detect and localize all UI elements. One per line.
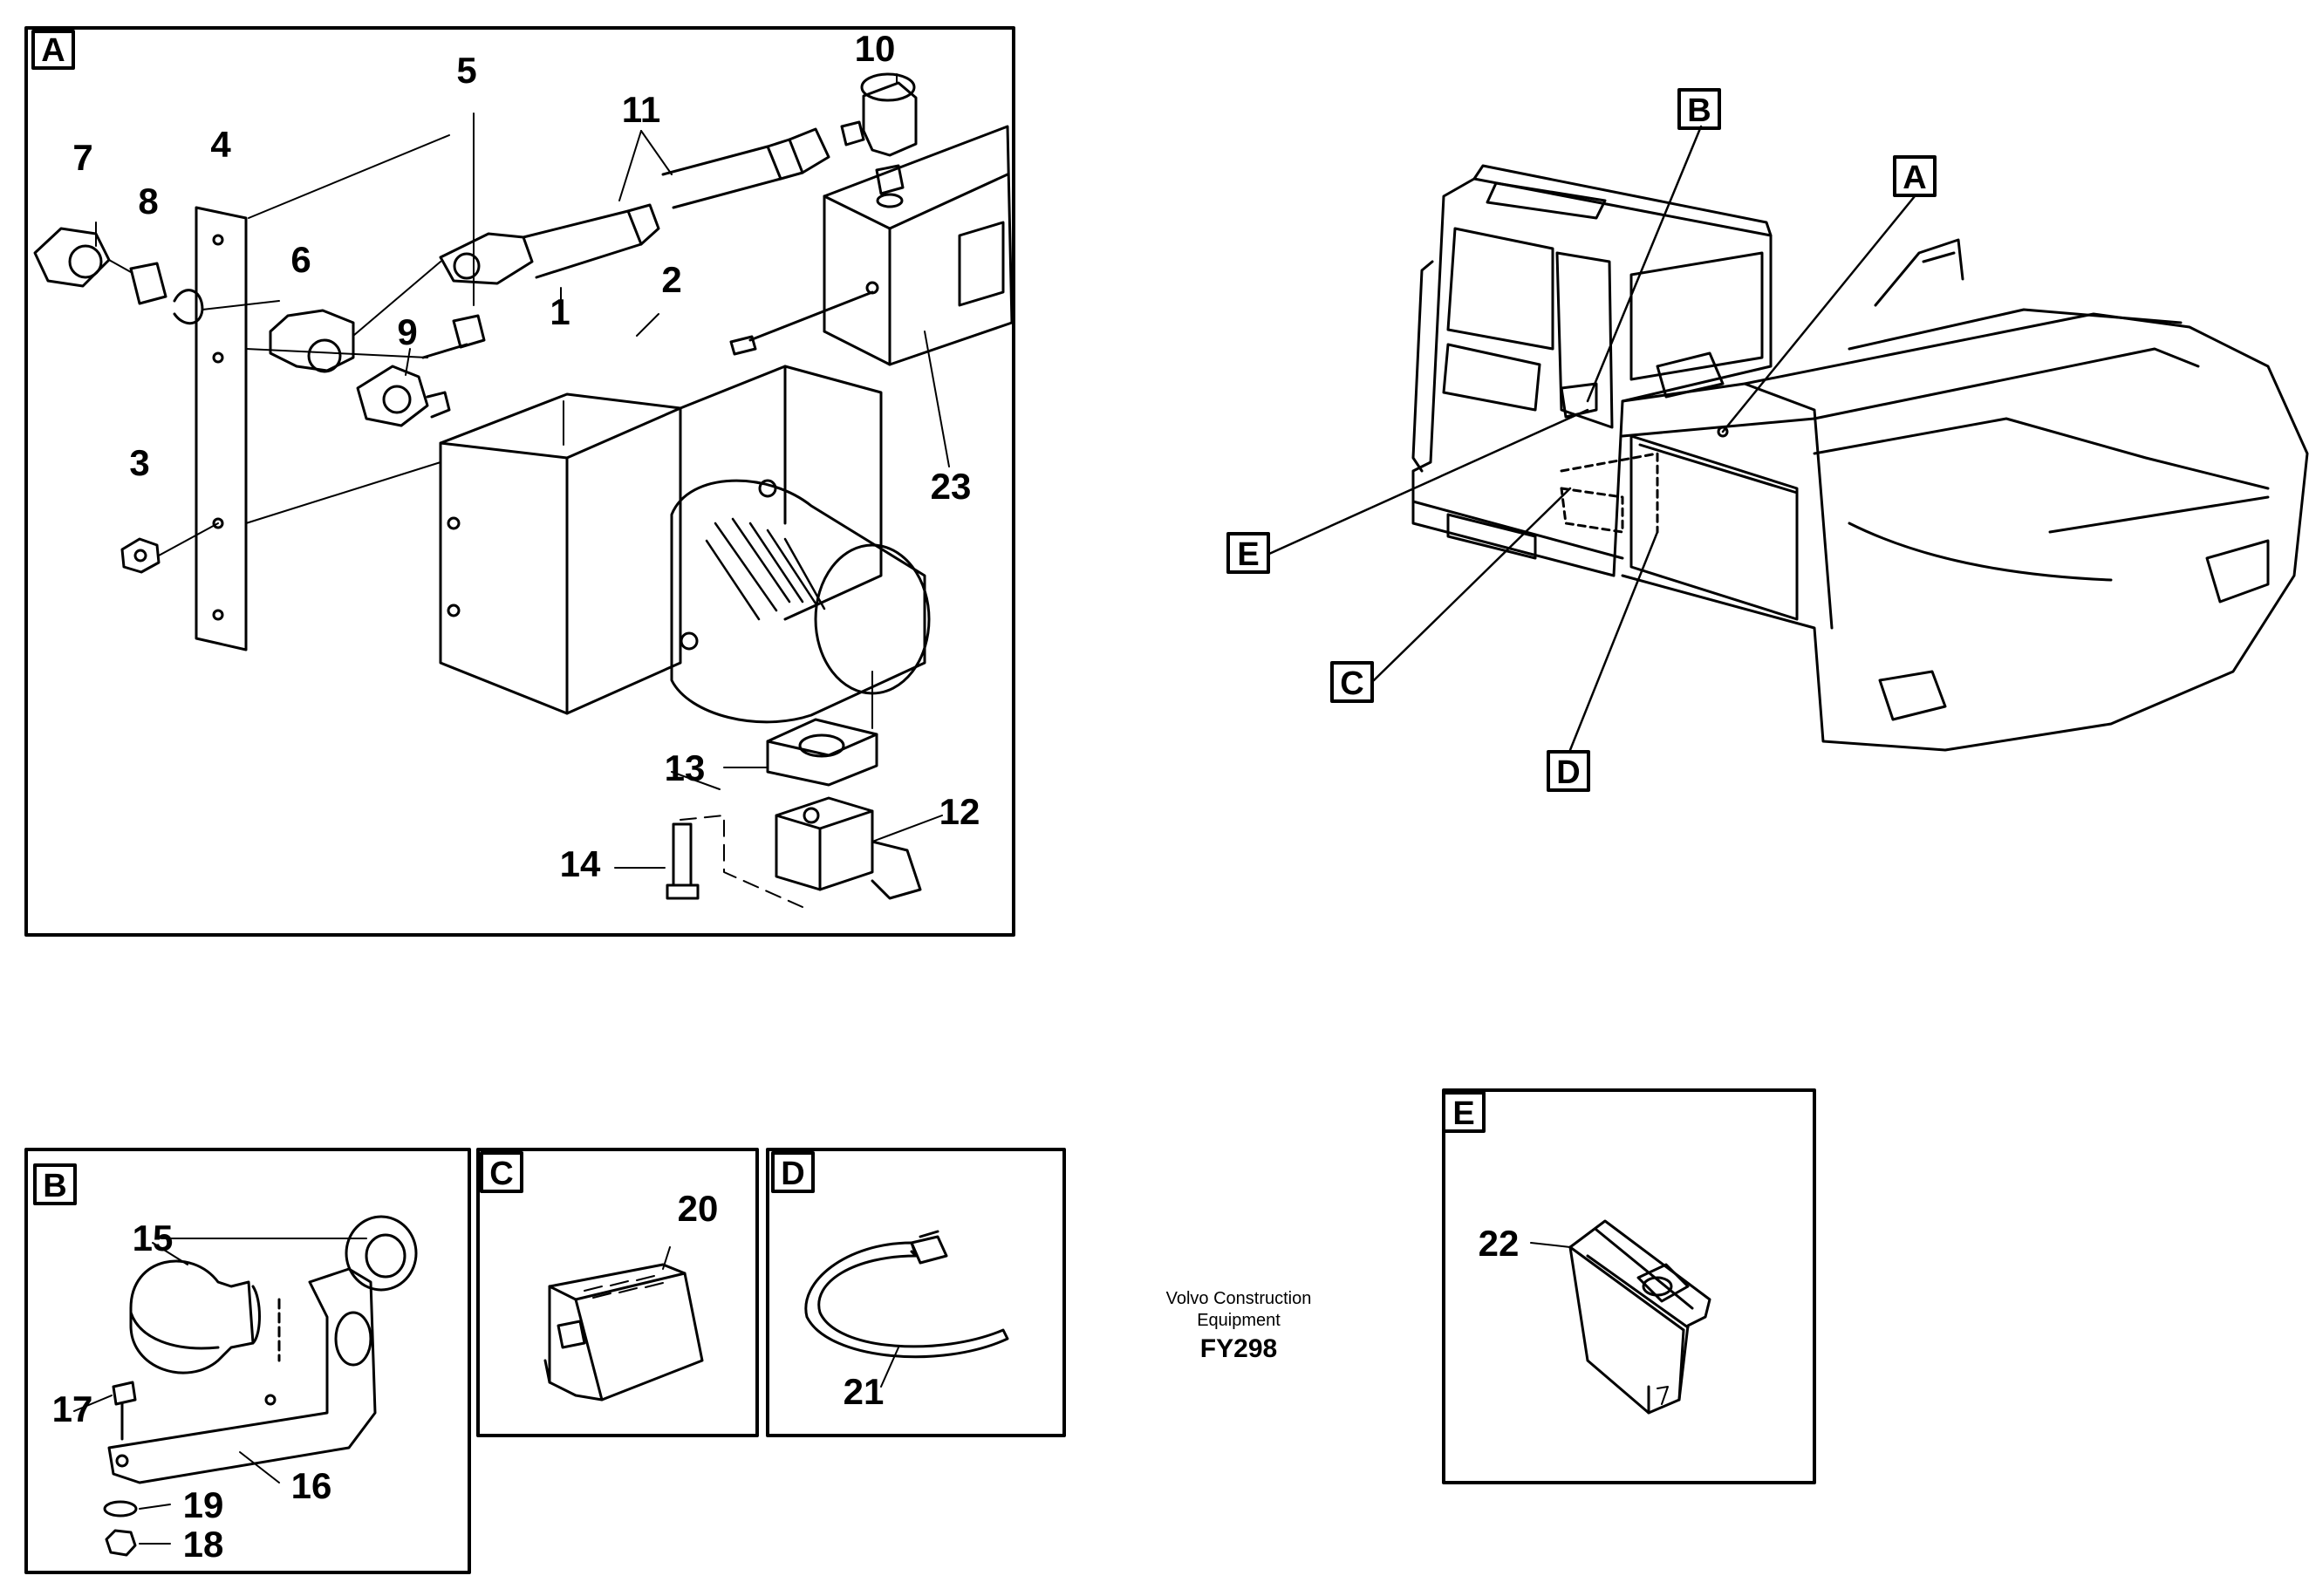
panel-c-label: C	[489, 1156, 513, 1192]
panel-a: A	[24, 26, 1015, 937]
part-17: 17	[52, 1388, 93, 1429]
part-1: 1	[550, 291, 570, 332]
tank-23	[823, 125, 1014, 366]
caption-figure-code: FY298	[1200, 1334, 1277, 1363]
part-22: 22	[1479, 1223, 1520, 1264]
callout-e: E	[1237, 536, 1259, 573]
plug-12	[775, 796, 922, 900]
panel-b-leaders	[73, 1238, 367, 1545]
callout-c: C	[1340, 665, 1363, 702]
panel-a-leaders	[95, 73, 898, 908]
breather-10	[840, 72, 918, 208]
part-19: 19	[183, 1484, 224, 1525]
machine-overview: B A E C D	[1226, 88, 2309, 792]
panel-d-label: D	[781, 1156, 804, 1192]
caption-company-line2: Equipment	[1197, 1311, 1281, 1330]
part-16: 16	[291, 1465, 332, 1506]
fitting-9	[356, 365, 451, 427]
caption: Volvo Construction Equipment FY298	[1166, 1289, 1312, 1363]
panel-e: E 22	[1442, 1088, 1816, 1484]
panel-b: B 15 16 17 18 19	[24, 1148, 471, 1574]
caption-company-line1: Volvo Construction	[1166, 1289, 1312, 1308]
machine-leaders	[1267, 125, 1916, 752]
part-8: 8	[138, 181, 158, 222]
screw-2	[729, 290, 874, 356]
panel-d: D 21	[766, 1148, 1066, 1437]
panel-a-part-numbers: 1 2 3 4 5 6 7 8 9 10 11 12 13 14 23	[72, 28, 980, 884]
hose-11	[439, 127, 830, 285]
part-15: 15	[133, 1217, 174, 1258]
callout-d: D	[1556, 754, 1580, 791]
part-12: 12	[939, 791, 980, 832]
machine-callout-labels: B A E C D	[1237, 92, 1926, 791]
nut-3	[120, 537, 161, 574]
part-20: 20	[678, 1188, 719, 1229]
part-4: 4	[210, 124, 231, 165]
part-7: 7	[72, 137, 92, 178]
part-13: 13	[665, 747, 706, 788]
nut-7	[33, 227, 111, 288]
part-14: 14	[560, 843, 601, 884]
screw-5	[421, 314, 486, 359]
part-3: 3	[129, 442, 149, 483]
part-10: 10	[855, 28, 896, 69]
panel-e-label: E	[1452, 1095, 1474, 1132]
panel-a-label: A	[41, 32, 65, 69]
part-11: 11	[622, 89, 660, 130]
motor-pump-1	[439, 365, 931, 724]
panel-b-label: B	[43, 1168, 66, 1204]
part-6: 6	[290, 239, 311, 280]
panel-a-pointers	[405, 130, 950, 869]
panel-c: C 20	[476, 1148, 759, 1437]
part-5: 5	[456, 50, 476, 91]
bracket-plate	[195, 206, 248, 651]
solenoid-13	[766, 718, 878, 787]
adapter-6	[269, 309, 355, 373]
machine-callout-boxes	[1226, 88, 1937, 792]
screw-14	[666, 822, 700, 900]
fitting-8	[129, 262, 204, 325]
part-9: 9	[397, 311, 417, 352]
panel-b-part-numbers: 15 16 17 18 19	[52, 1217, 332, 1565]
part-21: 21	[844, 1371, 885, 1412]
part-2: 2	[661, 259, 681, 300]
part-18: 18	[183, 1524, 224, 1565]
part-23: 23	[931, 466, 972, 507]
callout-b: B	[1687, 92, 1711, 129]
callout-a: A	[1903, 160, 1926, 196]
